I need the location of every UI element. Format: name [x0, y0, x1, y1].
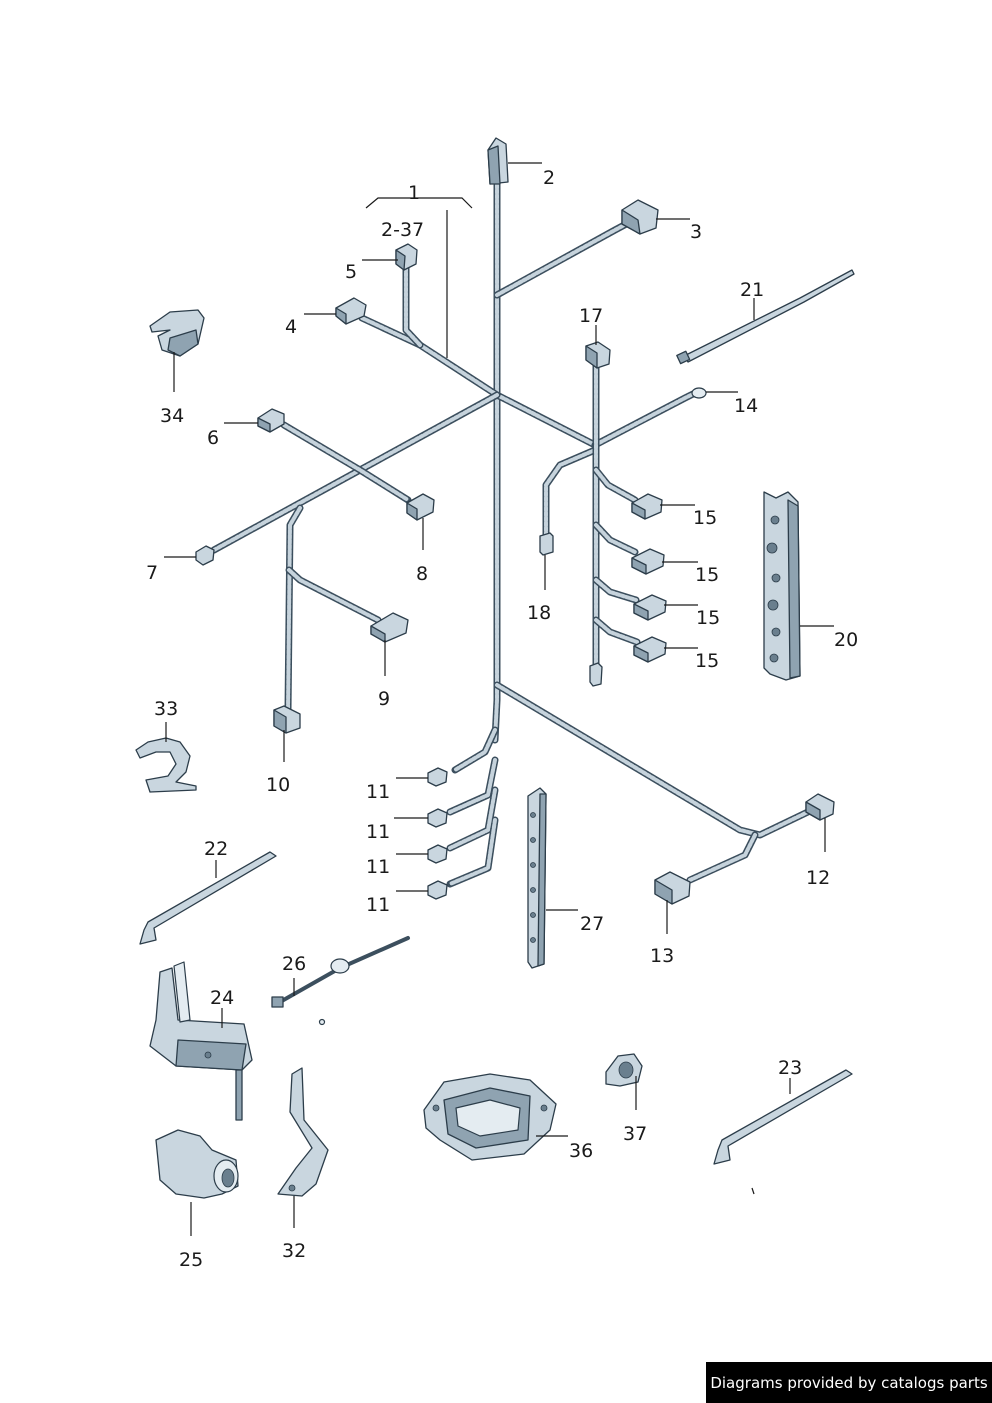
- callout-5: 5: [345, 261, 357, 283]
- callout-14: 14: [734, 395, 758, 417]
- callout-18: 18: [527, 602, 551, 624]
- callout-17: 17: [579, 305, 603, 327]
- footer-text: Diagrams provided by catalogs parts: [710, 1373, 988, 1392]
- clip-37: [605, 1053, 643, 1087]
- callout-37: 37: [623, 1123, 647, 1145]
- holder-24: [149, 961, 253, 1121]
- connector-4: [335, 297, 367, 325]
- callout-11d: 11: [366, 894, 390, 916]
- callout-6: 6: [207, 427, 219, 449]
- callout-25: 25: [179, 1249, 203, 1271]
- connector-6: [257, 408, 285, 433]
- connector-13: [654, 871, 691, 905]
- callout-labels: 1 2-37 2 3 5 4 34 6 7 8 9 10 11 11 11 11…: [146, 167, 858, 1271]
- wire-harness: [210, 181, 816, 888]
- connectors-15: [631, 493, 667, 663]
- clamp-33: [135, 737, 197, 793]
- connector-17: [585, 341, 611, 369]
- callout-32: 32: [282, 1240, 306, 1262]
- callout-11c: 11: [366, 856, 390, 878]
- connector-7: [195, 545, 215, 566]
- callout-7: 7: [146, 562, 158, 584]
- callout-11a: 11: [366, 781, 390, 803]
- callout-12: 12: [806, 867, 830, 889]
- callout-15d: 15: [695, 650, 719, 672]
- callout-36: 36: [569, 1140, 593, 1162]
- callout-10: 10: [266, 774, 290, 796]
- connector-2: [487, 137, 509, 185]
- callout-9: 9: [378, 688, 390, 710]
- callout-20: 20: [834, 629, 858, 651]
- connectors-11: [427, 767, 448, 900]
- clip-34: [149, 309, 205, 357]
- cable-tie-22: [139, 851, 277, 945]
- callout-26: 26: [282, 953, 306, 975]
- connector-10: [273, 705, 301, 734]
- wire-26: [271, 936, 410, 1026]
- callout-15a: 15: [693, 507, 717, 529]
- callout-3: 3: [690, 221, 702, 243]
- leader-lines: [164, 162, 834, 1236]
- connector-3: [621, 199, 659, 235]
- connector-17-bottom: [589, 662, 603, 687]
- connector-5: [395, 243, 418, 271]
- ring-terminal-14: [691, 387, 707, 399]
- tray-36: [423, 1073, 557, 1161]
- callout-23: 23: [778, 1057, 802, 1079]
- callout-1-range: 2-37: [381, 219, 424, 241]
- callout-15c: 15: [696, 607, 720, 629]
- callout-15b: 15: [695, 564, 719, 586]
- callout-1: 1: [408, 182, 420, 204]
- cable-tie-23: [713, 1069, 853, 1195]
- callout-34: 34: [160, 405, 184, 427]
- callout-27: 27: [580, 913, 604, 935]
- connector-18: [539, 532, 554, 556]
- callout-21: 21: [740, 279, 764, 301]
- housing-25: [155, 1129, 239, 1199]
- bracket-20: [763, 491, 801, 681]
- callout-8: 8: [416, 563, 428, 585]
- callout-2: 2: [543, 167, 555, 189]
- callout-4: 4: [285, 316, 297, 338]
- callout-24: 24: [210, 987, 234, 1009]
- callout-11b: 11: [366, 821, 390, 843]
- footer-credit: Diagrams provided by catalogs parts: [706, 1362, 992, 1403]
- connector-8: [406, 493, 435, 521]
- callout-22: 22: [204, 838, 228, 860]
- bracket-32: [277, 1067, 329, 1197]
- strip-27: [527, 787, 547, 969]
- callout-33: 33: [154, 698, 178, 720]
- cable-tie-21: [676, 269, 855, 365]
- callout-13: 13: [650, 945, 674, 967]
- connector-12: [805, 793, 835, 821]
